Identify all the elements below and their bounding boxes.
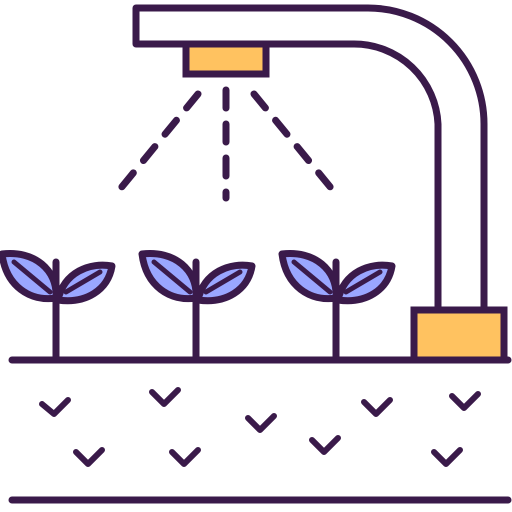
leaf-veins	[151, 259, 243, 295]
spray-line-left	[112, 90, 202, 198]
spray-line-right	[250, 90, 340, 198]
plant-right	[278, 250, 396, 362]
seed-mark	[361, 397, 393, 417]
spray-nozzle	[182, 40, 270, 78]
pipe-base	[410, 306, 508, 364]
seed-mark	[309, 435, 341, 455]
pipe-body	[132, 4, 488, 314]
leaf-veins	[291, 259, 383, 295]
plant-left	[0, 250, 116, 362]
soil-with-seeds	[39, 387, 481, 467]
seed-mark	[149, 387, 181, 407]
seed-mark	[169, 447, 201, 467]
plant-middle	[138, 250, 256, 362]
seed-mark	[245, 413, 277, 433]
leaf-veins	[11, 259, 103, 295]
seed-mark	[431, 447, 463, 467]
seed-mark	[73, 447, 105, 467]
sprinkler-pipe	[132, 4, 508, 364]
seed-mark	[39, 397, 71, 417]
seed-mark	[449, 391, 481, 411]
water-spray	[112, 86, 340, 202]
